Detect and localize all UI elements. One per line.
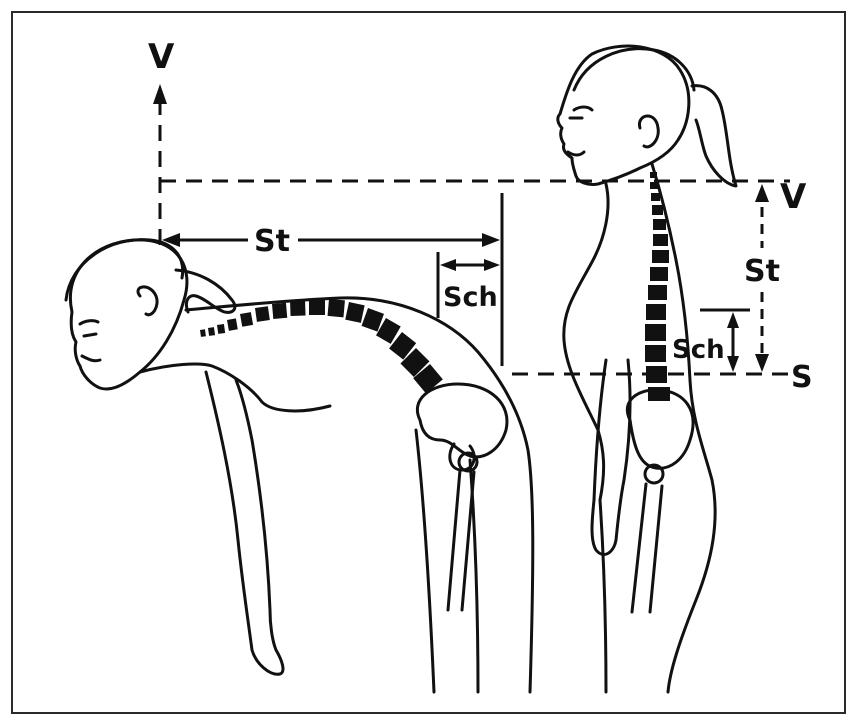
standing-spine-vertebrae — [645, 172, 670, 401]
label-v-right: V — [780, 177, 807, 217]
reference-lines — [153, 84, 790, 374]
sch-vertical-arrow — [727, 312, 739, 372]
st-horizontal-arrow — [162, 233, 500, 247]
label-v-top: V — [148, 37, 175, 77]
label-st-vertical: St — [744, 254, 780, 289]
label-sch-horizontal: Sch — [443, 282, 498, 313]
sch-horizontal-arrow — [440, 259, 500, 271]
label-st-horizontal: St — [254, 224, 290, 259]
label-s-right: S — [791, 360, 813, 395]
label-sch-vertical: Sch — [672, 335, 725, 365]
v-up-arrowhead — [153, 84, 167, 104]
